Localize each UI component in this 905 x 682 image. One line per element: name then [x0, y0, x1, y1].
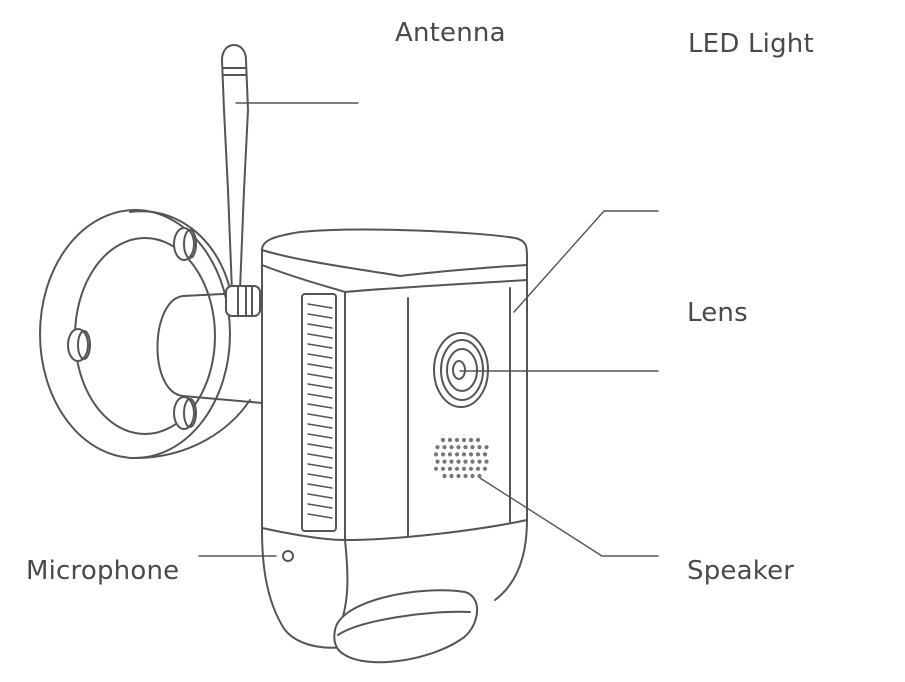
speaker-leader [479, 477, 659, 557]
speaker-hole [449, 445, 454, 450]
speaker-hole [468, 452, 474, 457]
vent-slots [307, 303, 333, 519]
lens [433, 332, 489, 408]
speaker-hole [463, 459, 468, 464]
speaker-hole [477, 459, 482, 464]
lens-label: Lens [687, 298, 748, 328]
speaker-grille [433, 437, 489, 479]
speaker-hole [477, 473, 482, 479]
speaker-hole [461, 452, 467, 457]
speaker-hole [482, 466, 488, 471]
speaker-hole [461, 437, 467, 443]
antenna-rod [221, 44, 261, 317]
speaker-hole [477, 445, 482, 450]
speaker-hole [456, 459, 461, 464]
microphone-label: Microphone [26, 556, 180, 586]
speaker-hole [482, 452, 488, 457]
speaker-hole [475, 466, 481, 471]
antenna-label: Antenna [395, 18, 506, 48]
speaker-hole [449, 459, 454, 464]
speaker-hole [463, 445, 468, 450]
leader-lines [198, 102, 659, 557]
speaker-hole [470, 445, 475, 450]
speaker-hole [475, 452, 481, 457]
speaker-hole [463, 473, 468, 479]
camera-body [261, 228, 529, 664]
speaker-hole [435, 459, 440, 464]
speaker-hole [456, 445, 461, 450]
speaker-label: Speaker [687, 556, 795, 586]
speaker-hole [468, 466, 474, 471]
led-light-leader [513, 210, 659, 313]
speaker-hole [475, 437, 481, 443]
speaker-hole [435, 445, 440, 450]
speaker-hole [484, 445, 489, 450]
speaker-hole [461, 466, 467, 471]
speaker-hole [447, 466, 453, 471]
speaker-hole [433, 466, 439, 471]
wall-mount-plate [39, 209, 251, 459]
led-light-label: LED Light [688, 29, 814, 59]
speaker-hole [454, 452, 460, 457]
speaker-hole [456, 473, 461, 479]
speaker-hole [440, 466, 446, 471]
speaker-hole [447, 452, 453, 457]
speaker-hole [484, 459, 489, 464]
speaker-hole [454, 466, 460, 471]
microphone-hole [282, 550, 294, 562]
speaker-hole [440, 452, 446, 457]
speaker-hole [442, 445, 447, 450]
speaker-hole [449, 473, 454, 479]
speaker-hole [440, 437, 446, 443]
speaker-hole [470, 473, 475, 479]
speaker-hole [447, 437, 453, 443]
speaker-hole [468, 437, 474, 443]
speaker-hole [442, 459, 447, 464]
speaker-hole [454, 437, 460, 443]
speaker-hole [433, 452, 439, 457]
speaker-hole [442, 473, 447, 479]
speaker-hole [470, 459, 475, 464]
